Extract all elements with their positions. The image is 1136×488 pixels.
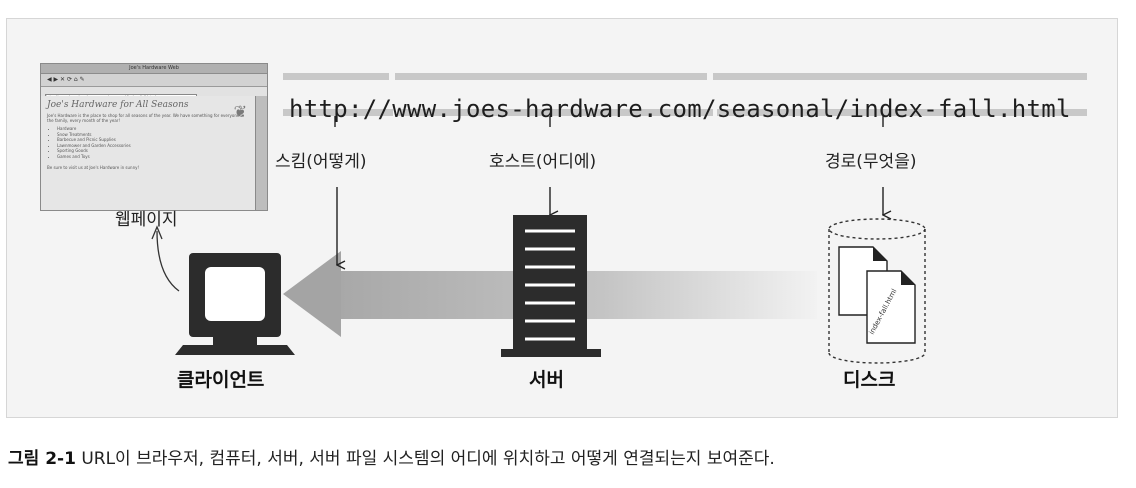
host-label: 호스트(어디에): [489, 152, 597, 172]
caption-label: 그림 2-1: [8, 449, 76, 469]
disk-label: 디스크: [843, 369, 896, 391]
url-brackets: [283, 73, 1087, 116]
figure-caption: 그림 2-1 URL이 브라우저, 컴퓨터, 서버, 서버 파일 시스템의 어디…: [8, 444, 775, 469]
browser-list-item: Games and Toys: [57, 154, 249, 160]
caption-text: URL이 브라우저, 컴퓨터, 서버, 서버 파일 시스템의 어디에 위치하고 …: [75, 449, 775, 469]
webpage-label: 웹페이지: [115, 210, 178, 230]
browser-list-item: Lawnmower and Garden Accessories: [57, 143, 249, 149]
url-ticks: [334, 116, 884, 127]
diagram-graphics: index-fall.html: [151, 73, 1087, 364]
leaf-icon: ❦: [233, 102, 247, 121]
browser-heading: Joe's Hardware for All Seasons: [47, 100, 189, 110]
server-icon: [501, 215, 601, 357]
browser-scrollbar: [255, 96, 267, 210]
document-icon-front: index-fall.html: [866, 270, 916, 344]
client-label: 클라이언트: [177, 369, 265, 391]
browser-content: Joe's Hardware for All Seasons Joe's Har…: [41, 96, 255, 210]
browser-list-item: Sporting Goods: [57, 148, 249, 154]
webpage-curve-arrow: [156, 230, 180, 292]
path-label: 경로(무엇을): [825, 152, 917, 172]
figure-panel: index-fall.html Joe's Hardware Web ◀ ▶ ✕…: [6, 18, 1118, 418]
browser-list-item: Barbecue and Picnic Supplies: [57, 137, 249, 143]
webpage-thumbnail: Joe's Hardware Web ◀ ▶ ✕ ⟳ ⌂ ✎ http://ww…: [40, 63, 268, 211]
browser-list-item: Snow Treatments: [57, 132, 249, 138]
disk-icon: [828, 218, 926, 364]
browser-list: Hardware Snow Treatments Barbecue and Pi…: [57, 126, 249, 159]
browser-list-item: Hardware: [57, 126, 249, 132]
webpage-curve-arrowhead: [151, 225, 163, 240]
server-label: 서버: [529, 369, 564, 391]
browser-titlebar: Joe's Hardware Web: [41, 64, 267, 74]
scheme-label: 스킴(어떻게): [275, 152, 367, 172]
browser-footer: Be sure to visit us at Joe's Hardware in…: [47, 165, 140, 170]
pointer-arrows: [337, 187, 883, 265]
browser-toolbar: ◀ ▶ ✕ ⟳ ⌂ ✎: [41, 74, 267, 87]
url-text: http://www.joes-hardware.com/seasonal/in…: [289, 95, 1071, 123]
browser-intro: Joe's Hardware is the place to shop for …: [47, 113, 245, 123]
computer-icon: [175, 253, 295, 355]
